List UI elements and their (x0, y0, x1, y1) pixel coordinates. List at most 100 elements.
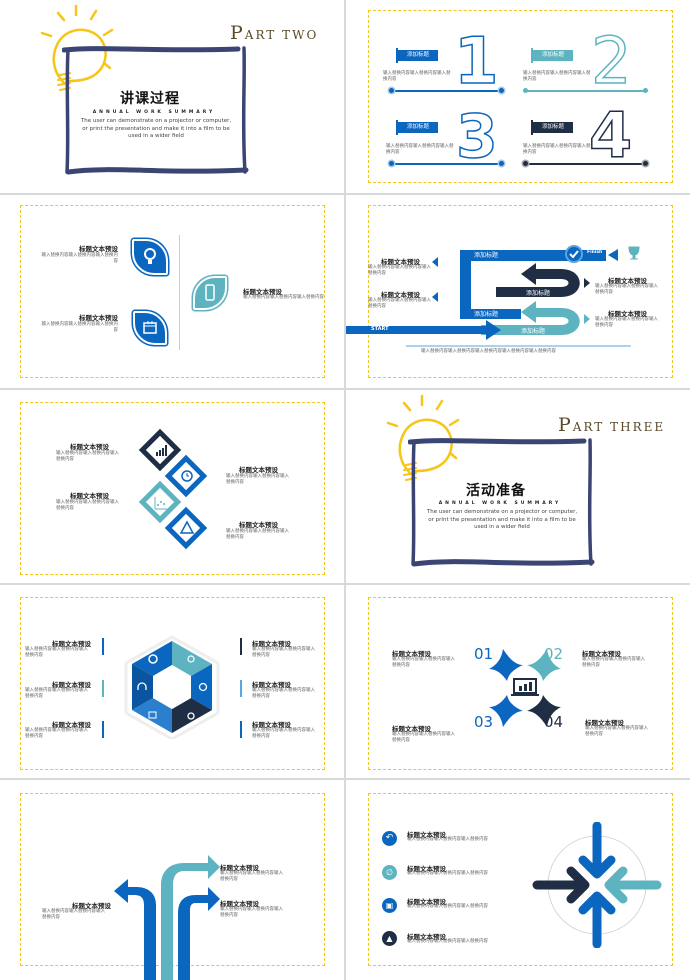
step-tag[interactable]: 添加标题 (396, 48, 438, 63)
slide-diamonds[interactable]: 标题文本预设 输入替换内容输入替换内容输入替换内容 标题文本预设 输入替换内容输… (0, 390, 344, 583)
item-desc: 输入替换内容输入替换内容输入替换内容 (368, 298, 431, 309)
divider (179, 235, 180, 350)
dashed-frame (20, 597, 325, 770)
item-desc: 输入替换内容输入替换内容输入替换内容 (252, 647, 315, 658)
dashed-frame (368, 10, 673, 183)
item-desc: 输入替换内容输入替换内容输入替换内容 (407, 939, 488, 944)
item-title: 标题文本预设 (252, 640, 291, 648)
slide-hexagon[interactable]: 标题文本预设 输入替换内容输入替换内容输入替换内容 标题文本预设 输入替换内容输… (0, 585, 344, 778)
step-number: 3 (455, 102, 498, 172)
section-heading: 讲课过程 (120, 91, 180, 107)
quadrant-number: 04 (544, 713, 564, 731)
step-desc: 输入替换内容输入替换内容输入替换内容 (523, 144, 591, 155)
step-tag[interactable]: 添加标题 (531, 48, 573, 63)
slide-branch-arrows[interactable]: 标题文本预设 输入替换内容输入替换内容输入替换内容 标题文本预设 输入替换内容输… (0, 780, 344, 980)
bar-chart-glyph (156, 445, 167, 456)
lightbulb-icon (40, 4, 114, 91)
slide-part-two[interactable]: PART TWO 讲课过程 ANNUAL WORK SUMMARY The us… (0, 0, 344, 193)
item-title: 标题文本预设 (70, 443, 109, 451)
footer-text: 输入替换内容输入替换内容输入替换内容输入替换内容输入替换内容 (421, 349, 556, 354)
part-label: PART THREE (558, 414, 666, 436)
dashed-frame (20, 205, 325, 378)
item-title: 标题文本预设 (407, 831, 446, 839)
item-desc: 输入替换内容输入替换内容输入替换内容 (56, 451, 119, 462)
item-desc: 输入替换内容输入替换内容输入替换内容 (220, 907, 283, 918)
item-desc: 输入替换内容输入替换内容输入替换内容 (407, 904, 488, 909)
lane-label: 添加标题 (526, 290, 551, 297)
item-desc: 输入替换内容输入替换内容输入替换内容 (41, 253, 119, 264)
item-title: 标题文本预设 (608, 310, 647, 318)
branch-arrows-diagram (114, 855, 220, 980)
item-title: 标题文本预设 (381, 291, 420, 299)
slide-converging-arrows[interactable]: ↶ ∅ ▣ ▲ 标题文本预设 输入替换内容输入替换内容输入替换内容 标题文本预设… (346, 780, 690, 980)
slide-part-three[interactable]: PART THREE 活动准备 ANNUAL WORK SUMMARY The … (346, 390, 690, 583)
item-desc: 输入替换内容输入替换内容输入替换内容 (42, 909, 105, 920)
item-title: 标题文本预设 (407, 933, 446, 941)
item-desc: 输入替换内容输入替换内容输入替换内容 (25, 688, 88, 699)
step-number: 2 (590, 25, 632, 99)
calendar-icon[interactable] (133, 311, 167, 345)
item-desc: 输入替换内容输入替换内容输入替换内容 (226, 474, 289, 485)
lane-label: 添加标题 (474, 252, 499, 259)
item-title: 标题文本预设 (220, 900, 259, 908)
phone-icon[interactable] (193, 276, 227, 310)
step-tag[interactable]: 添加标题 (396, 120, 438, 135)
item-desc: 输入替换内容输入替换内容输入替换内容 (243, 295, 324, 300)
slide-numbered-steps[interactable]: 添加标题 输入替换内容输入替换内容输入替换内容 1 添加标题 输入替换内容输入替… (346, 0, 690, 193)
converging-arrows-diagram (532, 822, 662, 948)
dashed-frame (368, 205, 673, 378)
quadrant-number: 02 (544, 645, 564, 663)
item-desc: 输入替换内容输入替换内容输入替换内容 (25, 647, 88, 658)
dashed-frame (20, 402, 325, 575)
sketch-frame (62, 46, 249, 175)
lightbulb-icon (386, 394, 460, 481)
reply-icon[interactable]: ↶ (382, 831, 397, 846)
item-desc: 输入替换内容输入替换内容输入替换内容 (41, 322, 119, 333)
item-desc: 输入替换内容输入替换内容输入替换内容 (226, 529, 289, 540)
dashed-frame (368, 597, 673, 770)
item-title: 标题文本预设 (239, 521, 278, 529)
item-title: 标题文本预设 (407, 898, 446, 906)
item-title: 标题文本预设 (239, 466, 278, 474)
item-title: 标题文本预设 (252, 681, 291, 689)
item-title: 标题文本预设 (381, 258, 420, 266)
step-tag[interactable]: 添加标题 (531, 120, 573, 135)
item-desc: 输入替换内容输入替换内容输入替换内容 (392, 657, 455, 668)
item-title: 标题文本预设 (392, 725, 431, 733)
quadrant-number: 01 (474, 645, 494, 663)
step-number: 4 (588, 99, 633, 172)
film-icon[interactable]: ▣ (382, 898, 397, 913)
triangle-glyph (179, 520, 195, 534)
section-subtitle: ANNUAL WORK SUMMARY (92, 110, 216, 115)
paperclip-icon[interactable]: ∅ (382, 865, 397, 880)
item-desc: 输入替换内容输入替换内容输入替换内容 (595, 317, 658, 328)
item-title: 标题文本预设 (72, 902, 111, 910)
clock-glyph (181, 470, 193, 482)
section-heading: 活动准备 (466, 483, 526, 499)
item-title: 标题文本预设 (52, 721, 91, 729)
start-label: START (371, 326, 389, 332)
item-desc: 输入替换内容输入替换内容输入替换内容 (252, 688, 315, 699)
section-description: The user can demonstrate on a projector … (426, 509, 578, 530)
slide-leaf-icons[interactable]: 标题文本预设 输入替换内容输入替换内容输入替换内容 标题文本预设 输入替换内容输… (0, 195, 344, 388)
quadrant-number: 03 (474, 713, 494, 731)
lightbulb-icon[interactable] (132, 239, 168, 275)
lane-label: 添加标题 (474, 311, 499, 318)
item-title: 标题文本预设 (220, 864, 259, 872)
finish-label: Finish (587, 250, 603, 255)
item-title: 标题文本预设 (407, 865, 446, 873)
hexagon-diagram (124, 635, 220, 739)
quadrant-shapes (489, 649, 561, 727)
slide-snake-path[interactable]: 添加标题 添加标题 添加标题 添加标题 START Finish 标题文本预设 … (346, 195, 690, 388)
step-desc: 输入替换内容输入替换内容输入替换内容 (523, 71, 591, 82)
item-desc: 输入替换内容输入替换内容输入替换内容 (407, 837, 488, 842)
item-desc: 输入替换内容输入替换内容输入替换内容 (368, 265, 431, 276)
graduation-cap-icon[interactable]: ▲ (382, 931, 397, 946)
item-desc: 输入替换内容输入替换内容输入替换内容 (252, 728, 315, 739)
item-desc: 输入替换内容输入替换内容输入替换内容 (25, 728, 88, 739)
slide-four-quadrants[interactable]: 01 02 03 04 标题文本预设 输入替换内容输入替换内容输入替换内容 标题… (346, 585, 690, 778)
item-title: 标题文本预设 (392, 650, 431, 658)
item-desc: 输入替换内容输入替换内容输入替换内容 (582, 657, 645, 668)
item-title: 标题文本预设 (79, 245, 118, 253)
